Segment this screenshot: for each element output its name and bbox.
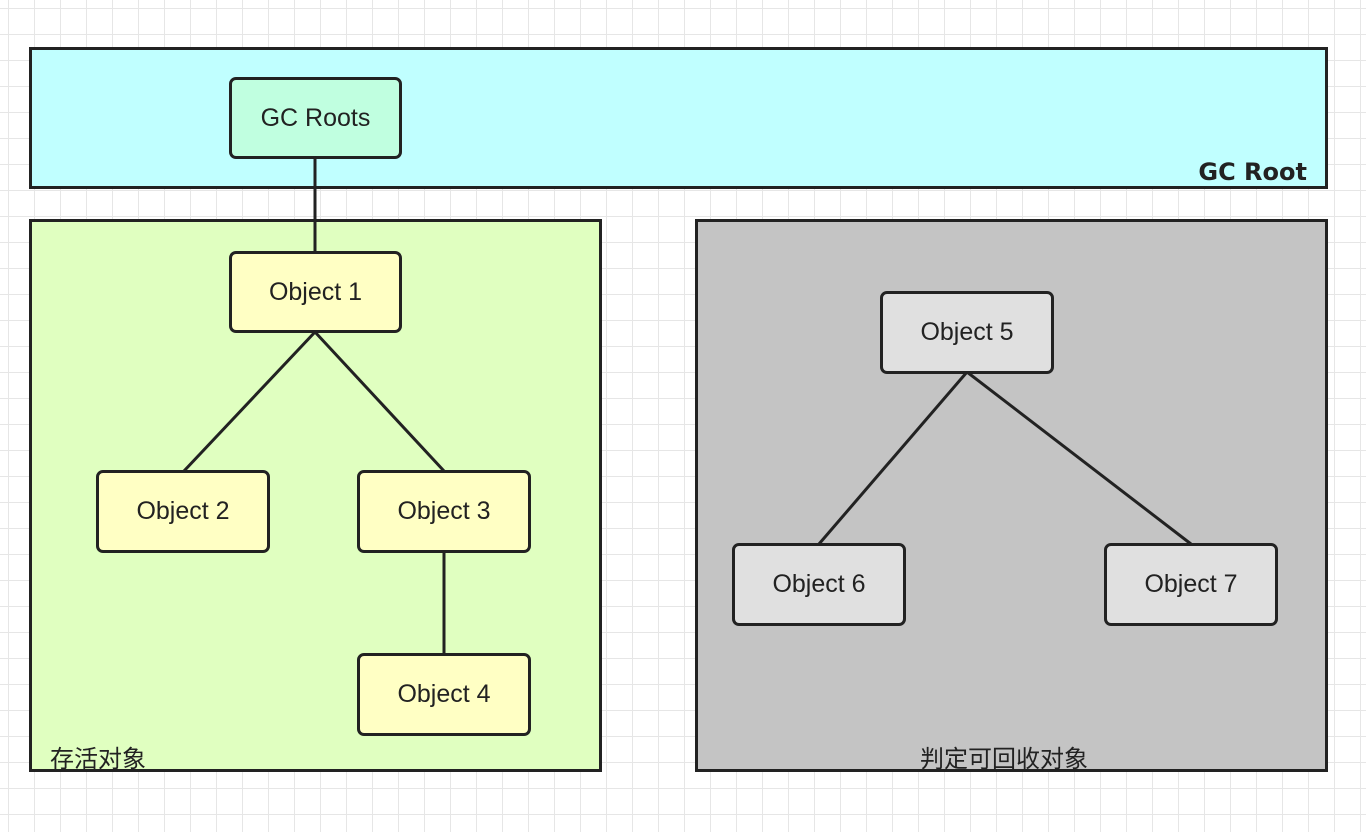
- object-4-node: Object 4: [357, 653, 531, 736]
- object-3-node: Object 3: [357, 470, 531, 553]
- collectable-objects-label: 判定可回收对象: [920, 745, 1088, 773]
- object-7-node: Object 7: [1104, 543, 1278, 626]
- gc-roots-node: GC Roots: [229, 77, 402, 159]
- object-2-node: Object 2: [96, 470, 270, 553]
- object-6-node: Object 6: [732, 543, 906, 626]
- alive-objects-label: 存活对象: [50, 745, 146, 773]
- edge-object1-object3: [313, 330, 446, 473]
- object-5-node: Object 5: [880, 291, 1054, 374]
- edge-object5-object7: [966, 370, 1192, 546]
- edge-object1-object2: [182, 330, 317, 473]
- gc-root-region-label: GC Root: [1198, 158, 1307, 186]
- object-1-node: Object 1: [229, 251, 402, 333]
- edge-object5-object6: [817, 371, 969, 545]
